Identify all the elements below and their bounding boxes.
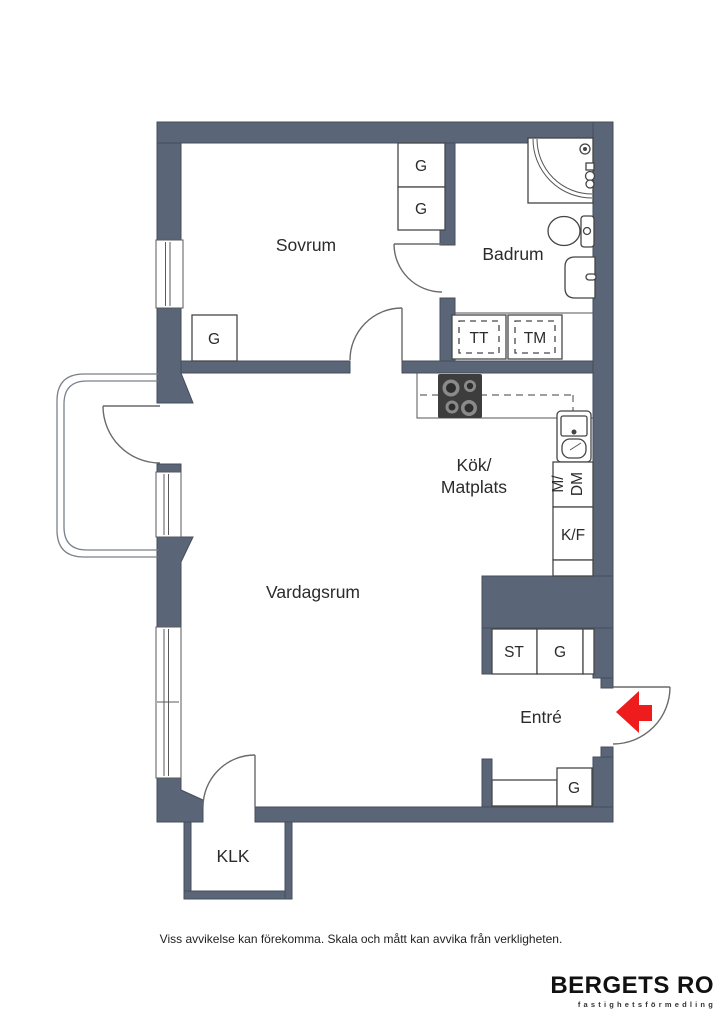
wall-right-jamb-bottom <box>600 746 614 758</box>
wall-kitchen-entry-block <box>481 575 614 629</box>
wall-right-jamb-top <box>600 677 614 689</box>
label-wardrobe: G <box>568 780 580 797</box>
wall-left-mid1 <box>156 307 194 404</box>
walls <box>156 121 614 900</box>
storage-boxes <box>191 142 595 807</box>
dryer-dashed <box>458 320 500 354</box>
wardrobe-box <box>191 314 238 362</box>
doors <box>102 243 671 808</box>
wall-left-corner <box>156 777 204 823</box>
kitchen-sink-basin-bottom <box>561 438 587 459</box>
laundry-appliances <box>451 314 563 360</box>
kitchen-counter-edge <box>416 373 593 419</box>
disclaimer-text: Viss avvikelse kan förekomma. Skala och … <box>160 932 563 946</box>
wardrobe-box <box>556 767 593 807</box>
shower-mixer-knob <box>585 179 595 189</box>
label-vardagsrum: Vardagsrum <box>266 582 360 602</box>
entrance-arrow-icon <box>616 691 652 733</box>
label-wardrobe: G <box>415 201 427 218</box>
wall-entry-left <box>481 627 493 675</box>
brand-logo: BERGETS RO <box>550 972 714 999</box>
st-box <box>491 628 538 675</box>
shower-mixer <box>585 162 595 171</box>
fridge-freezer-box <box>552 506 594 561</box>
stove-burners <box>442 379 477 416</box>
label-wardrobe: G <box>208 331 220 348</box>
label-kok-line1: Kök/ <box>456 455 491 475</box>
label-st: ST <box>504 644 524 661</box>
toilet-bowl <box>547 215 581 247</box>
label-kf: K/F <box>561 527 585 544</box>
dryer-box <box>451 314 507 360</box>
bedroom-door-arc <box>349 307 403 361</box>
wall-bottom <box>254 806 614 823</box>
kitchen-sink-lever <box>569 442 582 451</box>
balcony <box>56 373 158 558</box>
kitchen-sink-faucet <box>571 429 577 435</box>
label-badrum: Badrum <box>482 244 543 264</box>
balcony-outer-rail <box>56 373 158 558</box>
bathroom-sink-faucet <box>585 273 597 281</box>
burner-icon <box>448 403 456 411</box>
shower-mixer-knob <box>584 170 596 182</box>
fixture-labels: G G G ST G G TT TM K/F M/ DM <box>208 158 586 797</box>
shower-curtain-arc <box>532 138 593 199</box>
label-tm: TM <box>524 330 546 347</box>
brand-tagline: fastighetsförmedling <box>578 1000 716 1009</box>
bathroom-sink <box>564 256 596 299</box>
balcony-door-arc <box>102 405 161 464</box>
balcony-inner-rail <box>63 380 158 551</box>
klk-door-arc <box>202 754 256 808</box>
wall-bedroom-living-left <box>180 360 351 374</box>
room-labels: Sovrum Badrum Kök/ Matplats Vardagsrum E… <box>216 235 561 866</box>
bathroom-door-arc <box>393 243 443 293</box>
wall-klk-bottom <box>183 890 293 900</box>
wall-left-sill <box>156 463 182 473</box>
label-sovrum: Sovrum <box>276 235 336 255</box>
label-kok-line2: Matplats <box>441 477 507 497</box>
wall-left-mid2 <box>156 536 194 628</box>
kitchen-fixtures <box>416 373 594 577</box>
label-m: M/ <box>550 475 567 493</box>
wardrobe-box <box>397 142 446 188</box>
entry-bench <box>491 779 558 807</box>
label-entre: Entré <box>520 707 562 727</box>
wall-klk-right <box>284 821 293 900</box>
washer-dashed <box>514 320 556 354</box>
label-dm: DM <box>569 472 586 496</box>
wall-bedroom-kitchen-right <box>401 360 594 374</box>
washer-box <box>507 314 563 360</box>
entrance-door-arc <box>612 686 671 745</box>
wall-klk-left <box>183 821 192 900</box>
entry-filler-box <box>582 628 595 675</box>
shower-drain-icon <box>583 147 587 151</box>
burner-icon <box>466 382 474 390</box>
shower-curtain-arc <box>536 138 593 195</box>
micro-dishwasher-box <box>552 461 594 508</box>
burner-icon <box>464 403 474 413</box>
label-wardrobe: G <box>554 644 566 661</box>
toilet-flush-button <box>582 226 592 236</box>
burner-icon <box>446 383 456 393</box>
label-klk: KLK <box>216 846 249 866</box>
windows <box>155 239 184 779</box>
wardrobe-box <box>397 186 446 231</box>
bathroom-fixtures <box>455 137 597 314</box>
kitchen-sink-basin-top <box>560 415 588 437</box>
wall-entry-stub <box>481 758 493 808</box>
label-tt: TT <box>470 330 489 347</box>
wall-left-upper <box>156 142 182 241</box>
kitchen-end-cabinet <box>552 559 594 577</box>
label-wardrobe: G <box>415 158 427 175</box>
